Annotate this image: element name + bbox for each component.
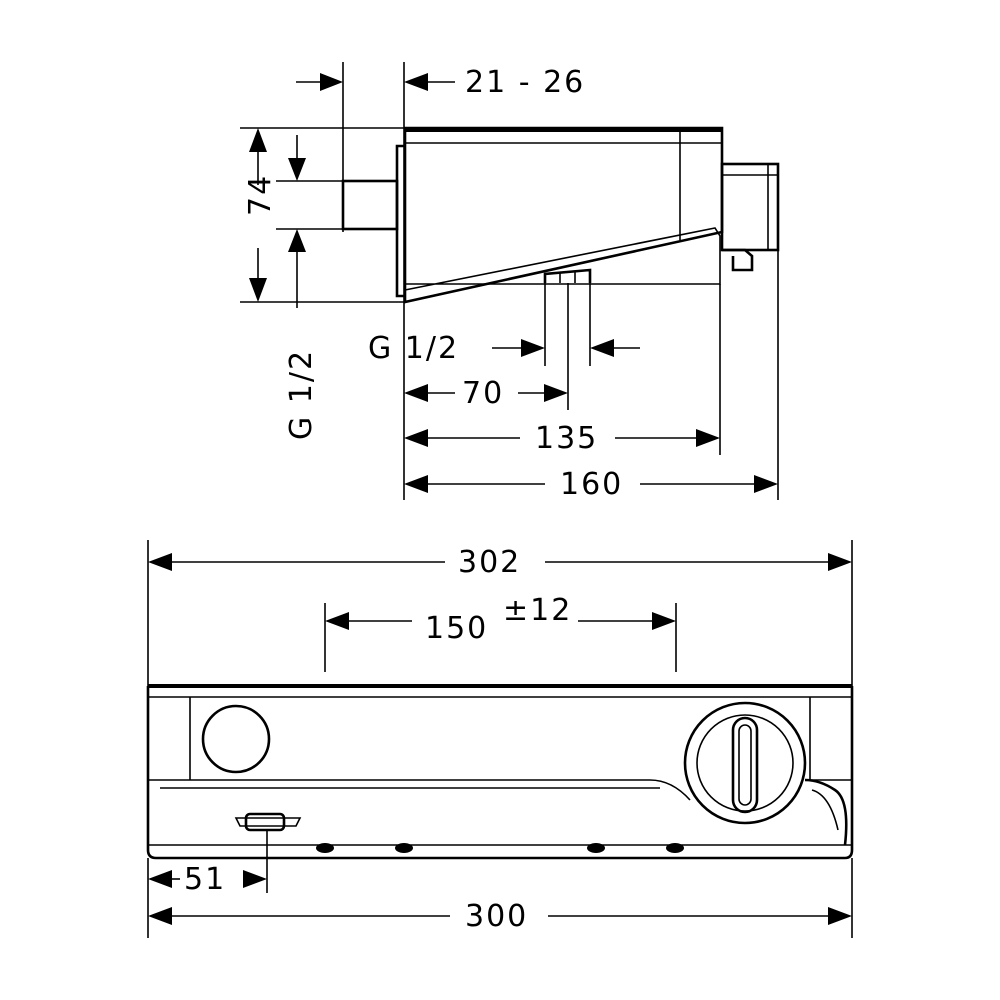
front-screw: [395, 843, 413, 853]
front-screw: [666, 843, 684, 853]
side-handle-tip: [722, 248, 754, 272]
front-knob-grip-inner: [738, 724, 752, 806]
dim-74-label: 74: [243, 174, 278, 216]
arrow: [148, 553, 172, 571]
arrow: [521, 339, 545, 357]
arrow: [404, 429, 428, 447]
side-inlet-stub: [341, 179, 399, 231]
dim-160-label: 160: [560, 467, 623, 502]
arrow: [243, 870, 267, 888]
front-outlet: [244, 812, 286, 832]
arrow: [828, 553, 852, 571]
side-view: 21 - 26 74 G 1/2 G 1/2 70: [240, 62, 780, 502]
front-body-outline: [146, 686, 854, 860]
front-view: 302 150 ±12 51 300: [146, 540, 854, 938]
arrow: [696, 429, 720, 447]
arrow: [544, 384, 568, 402]
dim-150-label: 150: [425, 611, 488, 646]
side-tray-front: [404, 227, 721, 291]
arrow: [249, 128, 267, 152]
front-push-button: [201, 704, 271, 774]
dim-302-label: 302: [458, 545, 521, 580]
arrow: [754, 475, 778, 493]
arrow: [148, 870, 172, 888]
arrow: [404, 384, 428, 402]
arrow: [320, 73, 343, 91]
front-thermostat-knob: [683, 701, 807, 825]
arrow: [148, 907, 172, 925]
dim-300-label: 300: [465, 899, 528, 934]
dim-70-label: 70: [462, 376, 504, 411]
front-knob-inner: [696, 714, 794, 812]
front-screw: [316, 843, 334, 853]
dim-g12-vertical-label: G 1/2: [284, 349, 319, 440]
dim-135-label: 135: [535, 421, 598, 456]
dim-150-tolerance: ±12: [503, 593, 572, 628]
front-handle-recess: [804, 778, 848, 846]
arrow: [325, 612, 349, 630]
side-handle-box: [720, 162, 780, 252]
side-outlet: [543, 268, 592, 283]
arrow: [249, 278, 267, 302]
dim-51-label: 51: [184, 862, 226, 897]
front-screw: [587, 843, 605, 853]
front-tray-line: [148, 779, 691, 801]
front-outlet-flange: [234, 817, 302, 827]
arrow: [404, 475, 428, 493]
front-knob-grip: [731, 716, 759, 814]
arrow: [590, 339, 614, 357]
arrow: [652, 612, 676, 630]
arrow: [828, 907, 852, 925]
side-body-outline: [403, 126, 724, 304]
arrow: [288, 158, 306, 181]
front-handle-recess-inner: [811, 789, 839, 831]
dim-21-26-label: 21 - 26: [465, 65, 585, 100]
arrow: [404, 73, 428, 91]
dim-g12-horizontal-label: G 1/2: [368, 331, 459, 366]
arrow: [288, 229, 306, 252]
